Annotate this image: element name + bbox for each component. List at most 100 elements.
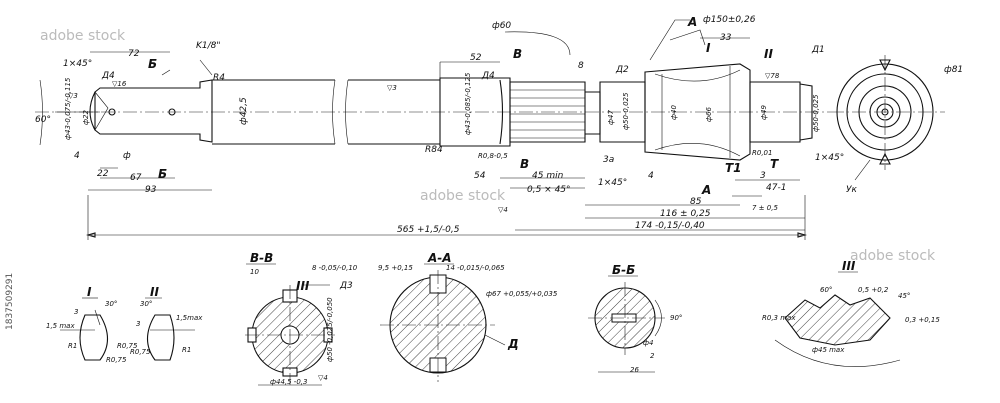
detail-iii-d1: 0,5 +0,2 xyxy=(858,286,889,294)
label-chamfer-1-mid: 1×45° xyxy=(598,178,627,188)
label-chamfer-right: 1×45° xyxy=(815,153,844,163)
label-dim-93: 93 xyxy=(145,185,157,195)
label-dia-49: ф49 xyxy=(760,105,768,120)
label-dia-22: ф22 xyxy=(82,110,90,125)
detail-i-d3: R1 xyxy=(68,342,77,350)
detail-iii-d5: ф45 max xyxy=(812,346,845,354)
detail-i-d2: 1,5 max xyxy=(46,322,75,330)
watermark-brand-2: adobe stock xyxy=(420,188,506,204)
section-vv-d1: 8 -0,05/-0,10 xyxy=(312,264,358,272)
section-aa-d0: 9,5 +0,15 xyxy=(378,264,413,272)
label-d4-left: Д4 xyxy=(101,71,115,81)
label-sec-b-bot: Б xyxy=(158,167,167,181)
detail-ii-d4: R0,75 xyxy=(130,348,151,356)
section-vv-d6: ▽4 xyxy=(318,374,328,382)
detail-i-d5: R0,75 xyxy=(106,356,127,364)
detail-ii-d0: 30° xyxy=(140,300,152,308)
section-aa-d1: 14 -0,015/-0,065 xyxy=(446,264,505,272)
section-aa-d2: ф67 +0,055/+0,035 xyxy=(486,290,558,298)
label-d2: Д2 xyxy=(615,65,629,75)
label-dim-22: 22 xyxy=(97,169,109,179)
label-dia-40: ф40 xyxy=(670,105,678,120)
detail-iii-d2: 45° xyxy=(898,292,910,300)
label-r4: R4 xyxy=(213,73,225,83)
label-dim-47: 47-1 xyxy=(766,183,786,193)
label-r0-01: R0,01 xyxy=(752,149,772,157)
label-phi-150: ф150±0,26 xyxy=(703,15,756,25)
label-mark-ii: II xyxy=(764,47,773,61)
detail-i: I 3 30° 1,5 max R1 R0,75 R0,75 xyxy=(46,285,138,364)
label-chamfer-left: 1×45° xyxy=(63,59,92,69)
label-dim-54: 54 xyxy=(474,171,486,181)
main-view-labels: 1×45° 72 K1/8" Б Б Д4 ▽16 R4 60° ▽3 ф43-… xyxy=(35,15,963,235)
label-sec-a-bot: А xyxy=(701,183,711,197)
detail-i-title: I xyxy=(87,285,92,299)
label-rough-74: ▽4 xyxy=(498,206,508,214)
detail-ii-d2: 1,5max xyxy=(176,314,203,322)
detail-ii: II 30° 3 1,5max R1 R0,75 xyxy=(130,285,203,361)
section-bb-d0: 90° xyxy=(670,314,682,322)
label-r84: R84 xyxy=(425,145,443,155)
label-taper: K1/8" xyxy=(196,41,221,51)
label-rough-16: ▽16 xyxy=(112,80,127,88)
section-aa: А-А 9,5 +0,15 14 -0,015/-0,065 ф67 +0,05… xyxy=(378,251,558,382)
label-sec-v-top: В xyxy=(513,47,522,61)
main-shaft-view xyxy=(35,63,830,161)
detail-i-d4: R0,75 xyxy=(117,342,138,350)
label-dia-50-a: ф50-0,025 xyxy=(622,92,630,130)
label-chamfer-05: 0,5 × 45° xyxy=(527,185,571,195)
section-bb: Б-Б 90° ф4 2 26 xyxy=(588,263,682,374)
label-dim-85: 85 xyxy=(690,197,702,207)
label-dia-42-5: ф42,5 xyxy=(239,97,249,125)
section-bb-d2: 2 xyxy=(650,352,655,360)
label-phi-81: ф81 xyxy=(944,65,963,75)
watermark: adobe stock adobe stock adobe stock 1837… xyxy=(5,28,936,330)
section-aa-d3: Д xyxy=(507,337,519,351)
watermark-brand-3: adobe stock xyxy=(850,248,936,264)
label-t1: Т1 xyxy=(725,161,742,175)
label-dim-7: 7 ± 0,5 xyxy=(752,204,778,212)
section-vv-d4: ф50 -0,025/-0,050 xyxy=(326,297,334,362)
label-dim-8: 8 xyxy=(578,61,584,71)
label-dim-116: 116 ± 0,25 xyxy=(660,209,711,219)
section-bb-title: Б-Б xyxy=(612,263,635,277)
detail-iii-d0: 60° xyxy=(820,286,832,294)
label-dim-4-left: 4 xyxy=(74,151,80,161)
label-dia-43-mid: ф43-0,085/-0,125 xyxy=(464,72,472,135)
label-dim-45min: 45 min xyxy=(532,171,564,181)
label-dim-52: 52 xyxy=(470,53,482,63)
label-d4-mid: Д4 xyxy=(481,71,495,81)
detail-iii-d3: 0,3 +0,15 xyxy=(905,316,940,324)
label-dim-4-mid: 4 xyxy=(648,171,654,181)
label-sec-a-top: А xyxy=(687,15,697,29)
label-dim-33: 33 xyxy=(720,33,732,43)
section-bb-d1: ф4 xyxy=(643,339,653,347)
section-vv-d2: III xyxy=(296,279,310,293)
label-phi: ф xyxy=(123,151,131,161)
label-total-565: 565 +1,5/-0,5 xyxy=(397,225,460,235)
section-aa-title: А-А xyxy=(427,251,452,265)
detail-ii-title: II xyxy=(150,285,159,299)
detail-ii-d1: 3 xyxy=(136,320,140,328)
label-angle-60: 60° xyxy=(35,115,51,125)
section-vv-title: В-В xyxy=(250,251,273,265)
label-rough-78: ▽78 xyxy=(765,72,780,80)
detail-iii-title: III xyxy=(842,259,856,273)
label-dia-43-left: ф43-0,075/-0,115 xyxy=(64,77,72,140)
stock-id: 1837509291 xyxy=(5,273,15,330)
section-vv: В-В 10 8 -0,05/-0,10 III Д3 ф50 -0,025/-… xyxy=(245,251,358,386)
end-view xyxy=(830,55,945,181)
detail-i-d0: 3 xyxy=(74,308,78,316)
detail-i-d1: 30° xyxy=(105,300,117,308)
section-vv-d3: Д3 xyxy=(339,281,353,291)
watermark-brand-1: adobe stock xyxy=(40,28,126,44)
label-r08: R0,8-0,5 xyxy=(478,152,508,160)
detail-iii-d4: R0,3 max xyxy=(762,314,796,322)
label-sec-b-top: Б xyxy=(148,57,157,71)
label-yk: Ук xyxy=(846,185,857,195)
label-sec-v-bot: В xyxy=(520,157,529,171)
label-dia-47: ф47 xyxy=(607,110,615,125)
detail-iii: III 60° 0,5 +0,2 45° 0,3 +0,15 R0,3 max … xyxy=(762,259,940,367)
label-d3: ▽3 xyxy=(68,92,78,100)
label-mid-rough: ▽3 xyxy=(387,84,397,92)
